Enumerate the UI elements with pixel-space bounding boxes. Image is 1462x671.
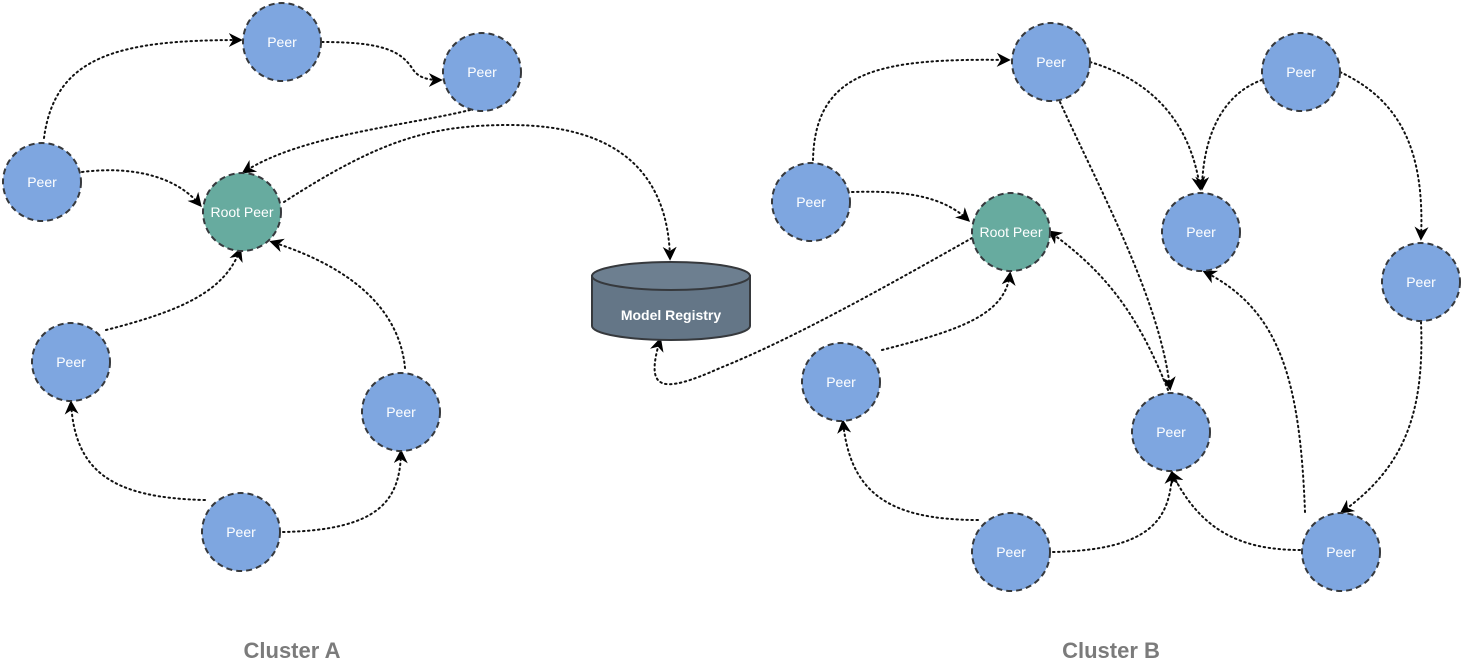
peer-node[interactable]: Peer	[771, 162, 851, 242]
edge-b-bottomright-to-lowmid	[1170, 470, 1301, 551]
edge-b-topright-to-midright	[1195, 79, 1263, 191]
edge-b-left-to-top	[812, 52, 1011, 161]
peer-label: Peer	[467, 64, 497, 80]
peer-node[interactable]: Peer	[1301, 512, 1381, 592]
edge-b-root-to-registry	[650, 237, 973, 386]
peer-label: Peer	[1186, 224, 1216, 240]
root-peer-label: Root Peer	[979, 224, 1042, 240]
peer-label: Peer	[1156, 424, 1186, 440]
edge-b-top-to-lowmid	[1059, 101, 1176, 391]
edge-a-right-to-root	[269, 238, 406, 369]
peer-node[interactable]: Peer	[31, 322, 111, 402]
peer-node[interactable]: Peer	[801, 342, 881, 422]
peer-node[interactable]: Peer	[1131, 392, 1211, 472]
peer-label: Peer	[267, 34, 297, 50]
root-peer-node[interactable]: Root Peer	[202, 172, 282, 252]
edge-a-root-to-registry	[283, 123, 677, 261]
edge-b-topright-to-farright	[1339, 71, 1429, 241]
peer-label: Peer	[56, 354, 86, 370]
peer-label: Peer	[386, 404, 416, 420]
peer-node[interactable]: Peer	[971, 512, 1051, 592]
peer-node[interactable]: Peer	[2, 142, 82, 222]
peer-label: Peer	[826, 374, 856, 390]
edge-a-left-to-root	[81, 169, 202, 208]
peer-node[interactable]: Peer	[361, 372, 441, 452]
peer-label: Peer	[27, 174, 57, 190]
edge-a-midleft-to-root	[105, 247, 243, 331]
peer-node[interactable]: Peer	[442, 32, 522, 112]
edge-b-lowmid-to-root	[1047, 230, 1169, 391]
peer-label: Peer	[1286, 64, 1316, 80]
edge-b-midleft-to-root	[881, 271, 1016, 351]
model-registry-label: Model Registry	[621, 307, 722, 323]
cluster-a: Peer Peer Peer Root Peer Peer Peer Peer	[2, 2, 522, 572]
peer-node[interactable]: Peer	[1261, 32, 1341, 112]
edge-a-top-to-topright	[321, 41, 443, 87]
peer-label: Peer	[796, 194, 826, 210]
cluster-a-label: Cluster A	[244, 638, 341, 663]
peer-label: Peer	[1406, 274, 1436, 290]
cluster-b: Peer Peer Peer Root Peer Peer Peer Peer	[771, 22, 1461, 592]
edge-b-bottomleft-to-midleft	[837, 419, 979, 521]
peer-label: Peer	[996, 544, 1026, 560]
edge-a-bottom-to-midleft	[64, 400, 206, 501]
peer-label: Peer	[1326, 544, 1356, 560]
peer-node[interactable]: Peer	[242, 2, 322, 82]
model-registry-database[interactable]: Model Registry	[591, 261, 751, 341]
edge-b-top-to-midright	[1089, 61, 1206, 191]
peer-node[interactable]: Peer	[1011, 22, 1091, 102]
edge-b-bottomleft-to-lowmid	[1052, 470, 1179, 553]
peer-node[interactable]: Peer	[1161, 192, 1241, 272]
cluster-a-edges	[43, 33, 677, 533]
peer-node[interactable]: Peer	[1381, 242, 1461, 322]
edge-a-bottom-to-right	[282, 449, 408, 533]
peer-label: Peer	[1036, 54, 1066, 70]
peer-node[interactable]: Peer	[201, 492, 281, 572]
edge-b-bottomright-to-midright	[1202, 270, 1306, 513]
edge-a-topright-to-root	[241, 109, 471, 174]
edge-a-left-to-top	[43, 33, 243, 139]
root-peer-node[interactable]: Root Peer	[971, 192, 1051, 272]
cluster-b-label: Cluster B	[1062, 638, 1160, 663]
root-peer-label: Root Peer	[210, 204, 273, 220]
peer-label: Peer	[226, 524, 256, 540]
edge-b-left-to-root	[851, 190, 971, 222]
cluster-b-edges	[650, 52, 1429, 553]
edge-b-farright-to-bottomright	[1339, 321, 1423, 514]
